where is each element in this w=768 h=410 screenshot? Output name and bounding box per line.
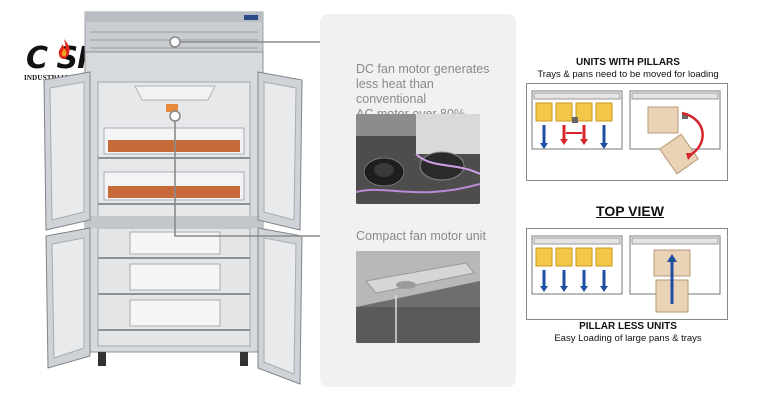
refrigerator-illustration <box>43 11 303 385</box>
pillar-less-units-title: PILLAR LESS UNITS <box>579 321 677 332</box>
dc-fan-callout: DC fan motor generates less heat than co… <box>356 62 506 122</box>
top-view-label: TOP VIEW <box>596 203 664 219</box>
flame-icon <box>58 39 70 59</box>
units-with-pillars-diagram <box>526 83 728 181</box>
compact-fan-photo <box>356 251 480 343</box>
callout-line: less heat than conventional <box>356 77 434 106</box>
units-with-pillars-title: UNITS WITH PILLARS <box>576 57 680 68</box>
pillar-less-units-diagram <box>526 228 728 320</box>
compact-fan-callout: Compact fan motor unit <box>356 229 506 244</box>
callout-line: Compact fan motor unit <box>356 229 486 243</box>
units-with-pillars-subtitle: Trays & pans need to be moved for loadin… <box>537 69 719 80</box>
dc-fan-motor-photo <box>356 114 480 204</box>
callout-line: DC fan motor generates <box>356 62 490 76</box>
pillar-less-units-subtitle: Easy Loading of large pans & trays <box>554 333 702 344</box>
